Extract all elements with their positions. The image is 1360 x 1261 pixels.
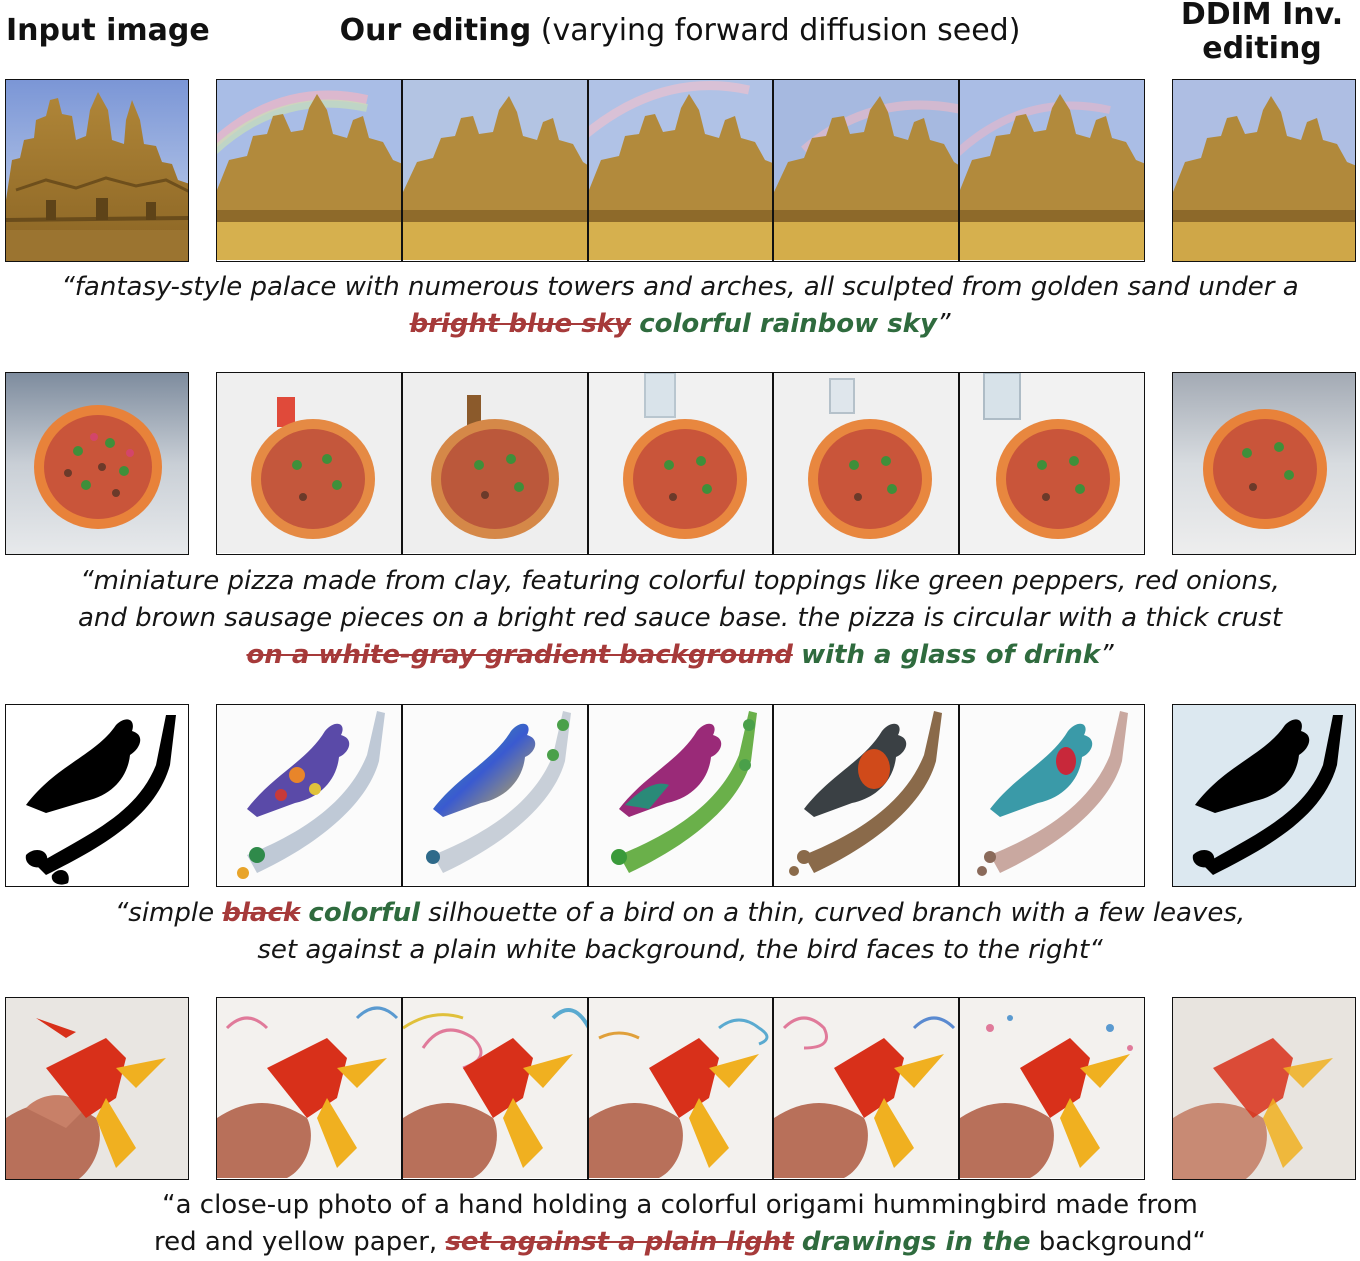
origami-hummingbird-drawings-picture <box>960 998 1144 1178</box>
row3-result-4 <box>774 705 961 886</box>
row2-result-1 <box>217 373 403 554</box>
row3-caption: “simple black colorful silhouette of a b… <box>0 895 1360 969</box>
row4-caption-start2: red and yellow paper, <box>153 1227 446 1257</box>
row1-result-1 <box>217 80 403 261</box>
row1-caption-deleted: bright blue sky <box>409 309 631 339</box>
row2-caption-inserted: with a glass of drink <box>801 640 1101 670</box>
sandcastle-rainbow-picture <box>402 80 587 260</box>
row4-our-editing-strip <box>216 997 1145 1180</box>
row2-caption-line3: on a white-gray gradient background with… <box>0 637 1360 674</box>
row3-input-image <box>5 704 189 887</box>
row2-result-4 <box>774 373 961 554</box>
origami-hummingbird-drawings-picture <box>217 998 401 1178</box>
row4-caption-line1: “a close-up photo of a hand holding a co… <box>162 1190 1198 1220</box>
ddim-header: DDIM Inv. editing <box>1168 0 1356 66</box>
row2-input-image <box>5 372 189 555</box>
sandcastle-rainbow-picture <box>217 80 401 260</box>
origami-hummingbird-drawings-picture <box>402 998 587 1178</box>
row4-caption-deleted: set against a plain light <box>445 1227 794 1257</box>
row1-result-2 <box>402 80 589 261</box>
row3-ddim-image <box>1172 704 1356 887</box>
origami-hummingbird-picture <box>6 998 188 1179</box>
sandcastle-picture <box>6 80 188 261</box>
row1-result-4 <box>774 80 961 261</box>
ddim-header-line1: DDIM Inv. <box>1180 0 1344 32</box>
colorful-bird-picture <box>774 705 959 885</box>
row3-caption-inserted: colorful <box>308 898 421 928</box>
row3-result-3 <box>588 705 775 886</box>
row3-caption-line1: “simple black colorful silhouette of a b… <box>0 895 1360 932</box>
row1-caption-inserted: colorful rainbow sky <box>639 309 937 339</box>
row1-result-3 <box>588 80 775 261</box>
pizza-picture <box>1173 373 1355 554</box>
pizza-with-drink-picture <box>774 373 959 553</box>
row1-caption-end: ” <box>936 309 951 339</box>
row4-caption-line2: red and yellow paper, set against a plai… <box>0 1224 1360 1261</box>
row3-caption-rest: silhouette of a bird on a thin, curved b… <box>420 898 1246 928</box>
our-editing-header-bold: Our editing <box>339 13 532 48</box>
row1-caption-line1: “fantasy-style palace with numerous towe… <box>61 272 1299 302</box>
row1-result-5 <box>960 80 1144 261</box>
row4-result-3 <box>588 998 775 1179</box>
pizza-picture <box>6 373 188 554</box>
row3-caption-deleted: black <box>222 898 301 928</box>
row4-input-image <box>5 997 189 1180</box>
sandcastle-picture <box>1173 80 1355 261</box>
our-editing-header: Our editing (varying forward diffusion s… <box>0 14 1360 48</box>
row2-caption-line2: and brown sausage pieces on a bright red… <box>77 603 1283 633</box>
colorful-bird-picture <box>217 705 401 885</box>
bird-silhouette-picture <box>6 705 188 886</box>
row3-result-2 <box>402 705 589 886</box>
our-editing-header-rest: (varying forward diffusion seed) <box>531 13 1021 48</box>
colorful-bird-picture <box>588 705 773 885</box>
colorful-bird-picture <box>402 705 587 885</box>
row4-result-1 <box>217 998 403 1179</box>
row2-result-2 <box>402 373 589 554</box>
origami-hummingbird-picture <box>1173 998 1355 1179</box>
row2-ddim-image <box>1172 372 1356 555</box>
input-image-header: Input image <box>6 13 210 48</box>
sandcastle-rainbow-picture <box>588 80 773 260</box>
pizza-with-drink-picture <box>960 373 1144 553</box>
row1-caption-line2: bright blue sky colorful rainbow sky” <box>0 306 1360 343</box>
ddim-header-line2: editing <box>1202 31 1322 66</box>
row2-result-5 <box>960 373 1144 554</box>
row1-ddim-image <box>1172 79 1356 262</box>
row2-caption: “miniature pizza made from clay, featuri… <box>0 563 1360 674</box>
row4-result-5 <box>960 998 1144 1179</box>
row4-result-4 <box>774 998 961 1179</box>
row2-caption-deleted: on a white-gray gradient background <box>246 640 793 670</box>
row3-caption-start: “simple <box>114 898 223 928</box>
row4-caption-end: background“ <box>1030 1227 1207 1257</box>
row2-our-editing-strip <box>216 372 1145 555</box>
row3-caption-line2: set against a plain white background, th… <box>257 935 1103 965</box>
row1-our-editing-strip <box>216 79 1145 262</box>
row4-result-2 <box>402 998 589 1179</box>
bird-silhouette-picture <box>1173 705 1355 886</box>
row1-input-image <box>5 79 189 262</box>
origami-hummingbird-drawings-picture <box>774 998 959 1178</box>
sandcastle-rainbow-picture <box>960 80 1144 260</box>
colorful-bird-picture <box>960 705 1144 885</box>
pizza-with-drink-picture <box>588 373 773 553</box>
row4-caption-inserted: drawings in the <box>801 1227 1031 1257</box>
row2-caption-line1: “miniature pizza made from clay, featuri… <box>80 566 1280 596</box>
pizza-with-drink-picture <box>217 373 401 553</box>
sandcastle-rainbow-picture <box>774 80 959 260</box>
row3-our-editing-strip <box>216 704 1145 887</box>
row3-result-1 <box>217 705 403 886</box>
row1-caption: “fantasy-style palace with numerous towe… <box>0 269 1360 343</box>
row3-result-5 <box>960 705 1144 886</box>
row2-result-3 <box>588 373 775 554</box>
origami-hummingbird-drawings-picture <box>588 998 773 1178</box>
row4-caption: “a close-up photo of a hand holding a co… <box>0 1187 1360 1261</box>
row2-caption-end: ” <box>1100 640 1114 670</box>
row4-ddim-image <box>1172 997 1356 1180</box>
pizza-with-drink-picture <box>402 373 587 553</box>
